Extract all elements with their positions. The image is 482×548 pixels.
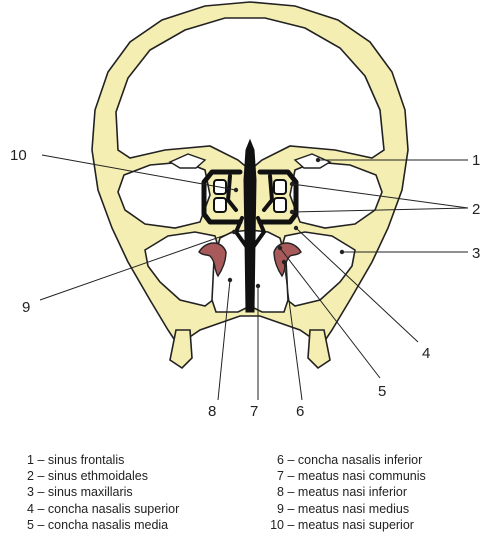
legend-label: meatus nasi inferior <box>298 485 407 499</box>
legend-label: concha nasalis superior <box>48 502 179 516</box>
callout-2: 2 <box>472 201 480 218</box>
legend-label: sinus maxillaris <box>48 485 133 499</box>
legend-item: 4 – concha nasalis superior <box>20 501 179 517</box>
legend-item: 9 – meatus nasi medius <box>270 501 426 517</box>
legend-label: sinus frontalis <box>48 453 124 467</box>
callout-8: 8 <box>208 403 216 420</box>
legend-item: 2 – sinus ethmoidales <box>20 468 179 484</box>
callout-4: 4 <box>422 345 430 362</box>
legend-label: meatus nasi superior <box>298 518 414 532</box>
legend-item: 3 – sinus maxillaris <box>20 484 179 500</box>
legend-label: concha nasalis media <box>48 518 168 532</box>
legend-item: 8 – meatus nasi inferior <box>270 484 426 500</box>
legend-item: 6 – concha nasalis inferior <box>270 452 426 468</box>
callout-1: 1 <box>472 152 480 169</box>
callout-6: 6 <box>296 403 304 420</box>
callout-9: 9 <box>22 299 30 316</box>
legend: 1 – sinus frontalis 2 – sinus ethmoidale… <box>0 452 482 548</box>
legend-item: 5 – concha nasalis media <box>20 517 179 533</box>
callout-7: 7 <box>250 403 258 420</box>
callout-3: 3 <box>472 245 480 262</box>
legend-label: sinus ethmoidales <box>48 469 148 483</box>
legend-item: 7 – meatus nasi communis <box>270 468 426 484</box>
callout-5: 5 <box>378 383 386 400</box>
skull-sinus-diagram: 10 1 2 3 9 4 5 8 7 6 <box>0 0 482 430</box>
legend-label: concha nasalis inferior <box>298 453 422 467</box>
nasal-septum <box>244 140 256 312</box>
callout-10: 10 <box>10 147 27 164</box>
legend-item: 10 – meatus nasi superior <box>270 517 426 533</box>
legend-item: 1 – sinus frontalis <box>20 452 179 468</box>
legend-column-right: 6 – concha nasalis inferior 7 – meatus n… <box>270 452 426 533</box>
legend-label: meatus nasi communis <box>298 469 426 483</box>
legend-column-left: 1 – sinus frontalis 2 – sinus ethmoidale… <box>20 452 179 533</box>
legend-label: meatus nasi medius <box>298 502 409 516</box>
